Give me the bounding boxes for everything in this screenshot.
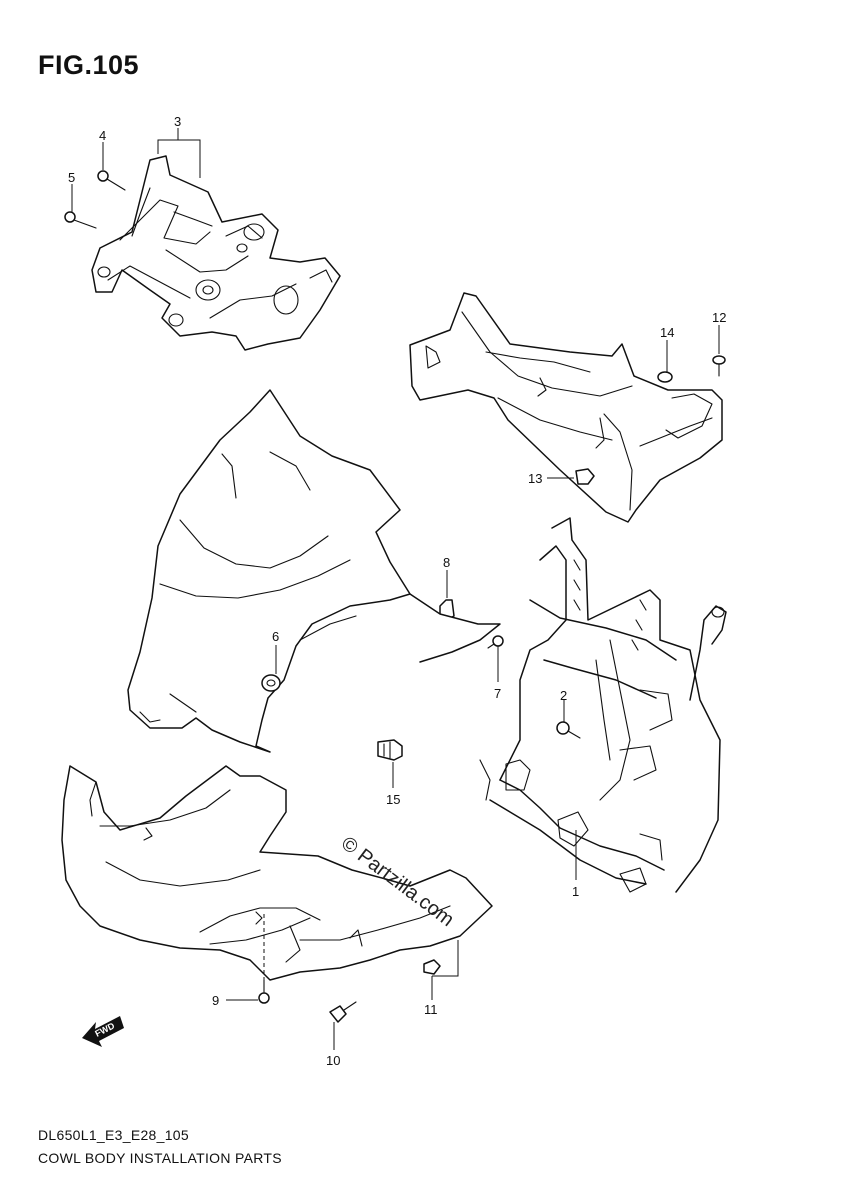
fwd-arrow-icon: FWD — [82, 1016, 124, 1047]
nut-part-13[interactable] — [575, 468, 595, 485]
grommet-part-6[interactable] — [261, 674, 281, 692]
callout-labels: 1 2 3 4 5 6 7 8 9 10 11 12 13 14 15 — [68, 114, 726, 1068]
callout-5: 5 — [68, 170, 75, 185]
model-code: DL650L1_E3_E28_105 — [38, 1127, 189, 1143]
cowl-brace-part-1[interactable] — [479, 517, 727, 893]
callout-8: 8 — [443, 555, 450, 570]
callout-2: 2 — [560, 688, 567, 703]
upper-cowl[interactable] — [127, 389, 411, 753]
callout-15: 15 — [386, 792, 400, 807]
leader-lines — [71, 128, 720, 1050]
figure-title: FIG.105 — [38, 50, 140, 80]
nut-part-14[interactable] — [657, 371, 673, 383]
callout-7: 7 — [494, 686, 501, 701]
callout-9: 9 — [212, 993, 219, 1008]
callout-12: 12 — [712, 310, 726, 325]
screw-part-7[interactable] — [487, 635, 504, 649]
cowl-strip[interactable] — [409, 593, 501, 663]
bolt-part-2[interactable] — [556, 721, 581, 739]
callout-4: 4 — [99, 128, 106, 143]
bolt-part-5[interactable] — [64, 211, 97, 229]
upper-bracket-part-3[interactable] — [91, 155, 341, 351]
callout-1: 1 — [572, 884, 579, 899]
inner-panel[interactable] — [409, 292, 723, 523]
screw-part-12[interactable] — [712, 355, 726, 377]
screw-part-10[interactable] — [329, 1001, 357, 1023]
lower-cowl[interactable] — [61, 765, 493, 981]
callout-6: 6 — [272, 629, 279, 644]
callout-14: 14 — [660, 325, 674, 340]
callout-10: 10 — [326, 1053, 340, 1068]
bolt-part-4[interactable] — [97, 170, 126, 191]
figure-subtitle: COWL BODY INSTALLATION PARTS — [38, 1150, 282, 1166]
callout-11: 11 — [424, 1002, 438, 1017]
callout-13: 13 — [528, 471, 542, 486]
callout-3: 3 — [174, 114, 181, 129]
screw-part-9[interactable] — [258, 979, 270, 1004]
bolt-part-15[interactable] — [377, 739, 403, 761]
nut-part-11[interactable] — [423, 959, 441, 975]
